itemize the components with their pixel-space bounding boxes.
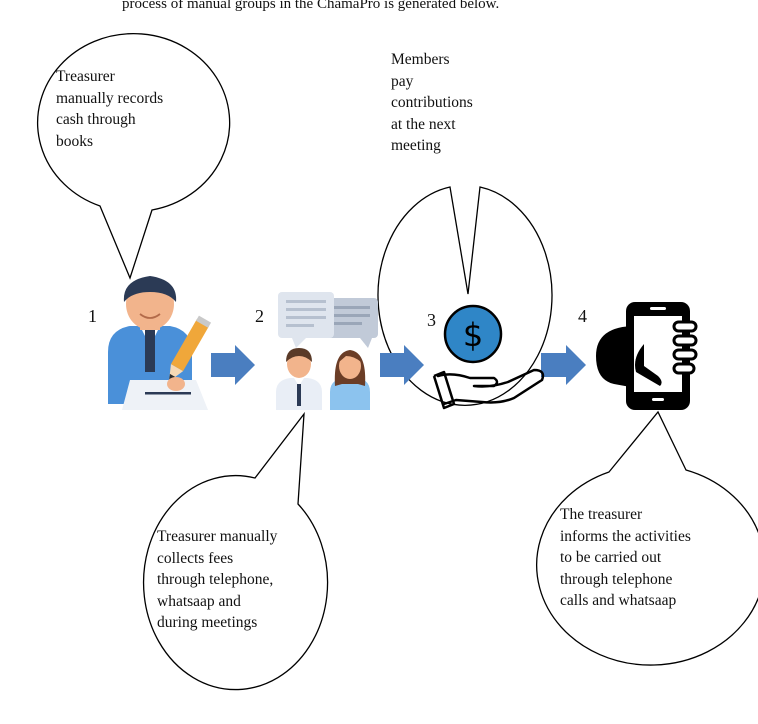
flow-arrow-3 [541,345,586,385]
step-number-4: 4 [578,306,587,326]
bubble-text-step-2: Treasurer manually collects fees through… [157,528,278,631]
smartphone-hand-icon [596,302,698,410]
speech-bubble-3 [377,186,553,406]
step-number-3: 3 [427,310,436,330]
speech-bubble-2 [142,411,329,691]
flow-arrow-1 [211,345,255,385]
flow-arrow-2 [380,345,424,385]
step-number-1: 1 [88,306,97,326]
meeting-people-icon [276,292,378,410]
dollar-hand-icon: $ [432,304,545,410]
step-number-2: 2 [255,306,264,326]
speech-bubble-1 [37,32,231,280]
bubble-text-step-1: Treasurer manually records cash through … [56,68,164,150]
svg-text:$: $ [463,316,483,354]
bubble-text-step-4: The treasurer informs the activities to … [560,506,691,609]
top-caption: process of manual groups in the ChamaPro… [122,0,500,12]
writer-icon [108,276,212,410]
bubble-text-step-3: Members pay contributions at the next me… [391,51,473,154]
